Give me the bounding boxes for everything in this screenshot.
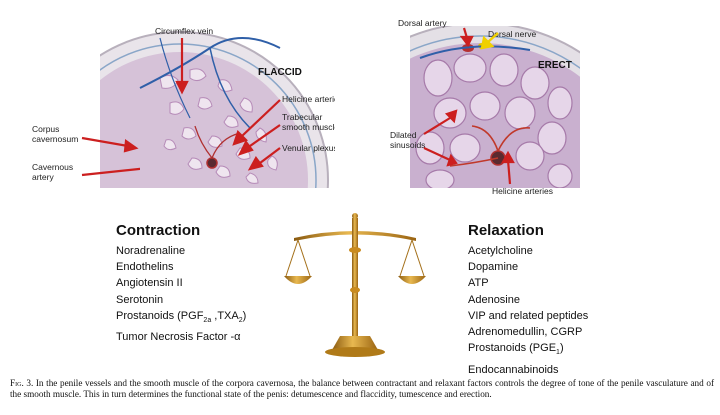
- relaxation-item: ATP: [468, 277, 489, 290]
- caption-text: In the penile vessels and the smooth mus…: [10, 378, 714, 400]
- contraction-list: Noradrenaline Endothelins Angiotensin II…: [116, 243, 246, 345]
- relaxation-list: Acetylcholine Dopamine ATP Adenosine VIP…: [468, 243, 588, 378]
- label-cavernous-line1: Cavernous: [32, 162, 73, 172]
- label-helicine-arteries-erect: Helicine arteries: [492, 186, 553, 196]
- figure-label: Fig. 3.: [10, 378, 34, 388]
- label-corpus-line1: Corpus: [32, 124, 59, 134]
- relaxation-item: Acetylcholine: [468, 245, 533, 257]
- figure-caption: Fig. 3. In the penile vessels and the sm…: [10, 378, 714, 400]
- relaxation-prostanoids-prefix: Prostanoids (PGE: [468, 342, 557, 355]
- label-cavernous-line2: artery: [32, 172, 54, 182]
- relaxation-prostanoids-sub: 1: [556, 349, 560, 357]
- label-trabecular-line2: smooth muscle: [282, 122, 335, 132]
- label-dilated-line1: Dilated: [390, 130, 417, 140]
- contraction-prostanoids-sub2: 2: [238, 317, 243, 324]
- contraction-item: Angiotensin II: [116, 277, 183, 290]
- flaccid-title: FLACCID: [258, 67, 302, 78]
- contraction-item: Serotonin: [116, 293, 164, 306]
- relaxation-section: Relaxation Acetylcholine Dopamine ATP Ad…: [468, 222, 588, 378]
- label-circumflex-vein: Circumflex vein: [155, 26, 213, 36]
- balance-scale-icon: [284, 213, 426, 357]
- relaxation-item: Endocannabinoids: [468, 363, 559, 376]
- label-corpus-line2: cavernosum: [32, 134, 78, 144]
- contraction-prostanoids-suffix: ): [242, 309, 247, 322]
- label-trabecular-line1: Trabecular: [282, 112, 322, 122]
- contraction-item: Tumor Necrosis Factor -α: [116, 331, 241, 344]
- contraction-item: Endothelins: [116, 261, 174, 274]
- label-venular-plexus: Venular plexus: [282, 143, 335, 153]
- erect-illustration: Dorsal artery Dorsal nerve ERECT Dilated…: [390, 18, 580, 196]
- erect-title: ERECT: [538, 60, 572, 71]
- relaxation-item: Adenosine: [468, 293, 520, 306]
- flaccid-arrows: [175, 38, 281, 171]
- erect-arrows: [423, 27, 515, 185]
- contraction-section: Contraction Noradrenaline Endothelins An…: [116, 222, 246, 345]
- relaxation-item: Dopamine: [468, 261, 519, 274]
- relaxation-item: VIP and related peptides: [468, 309, 589, 322]
- label-dilated-line2: sinusoids: [390, 140, 425, 150]
- relaxation-prostanoids-suffix: ): [559, 342, 564, 355]
- label-dorsal-artery: Dorsal artery: [398, 18, 447, 28]
- contraction-prostanoids-mid: ,TXA: [211, 309, 239, 322]
- relaxation-item-prostanoids: Prostanoids (PGE1): [468, 340, 588, 361]
- contraction-item: Noradrenaline: [116, 245, 186, 257]
- contraction-item-prostanoids: Prostanoids (PGF2a ,TXA2): [116, 308, 246, 329]
- contraction-prostanoids-sub1: 2a: [203, 317, 212, 324]
- flaccid-illustration: Circumflex vein FLACCID Helicine arterie…: [100, 26, 335, 188]
- relaxation-heading: Relaxation: [468, 222, 544, 239]
- label-dorsal-nerve: Dorsal nerve: [488, 29, 536, 39]
- label-helicine-arteries-flaccid: Helicine arteries: [282, 94, 335, 104]
- flaccid-left-labels: Corpus cavernosum Cavernous artery: [32, 124, 140, 182]
- contraction-heading: Contraction: [116, 222, 201, 239]
- contraction-prostanoids-prefix: Prostanoids (PGF: [116, 309, 204, 322]
- relaxation-item: Adrenomedullin, CGRP: [468, 326, 583, 339]
